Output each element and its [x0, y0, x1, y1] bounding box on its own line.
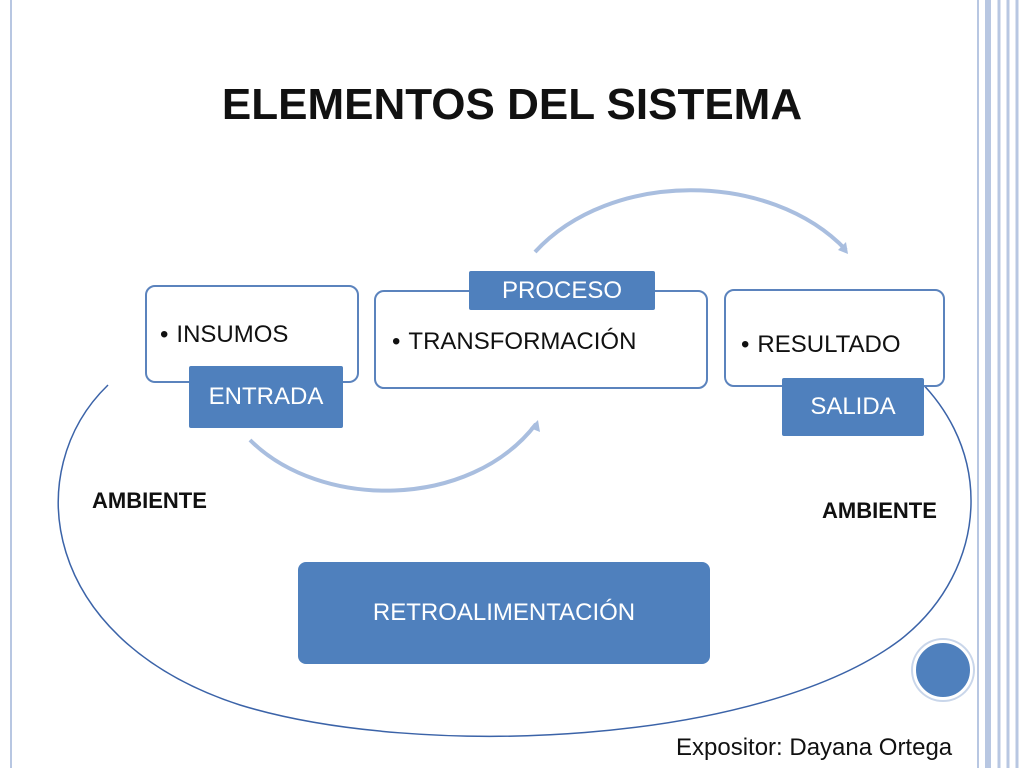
- decorative-circle-icon: [913, 640, 973, 700]
- top-arc-arrowhead: [838, 242, 848, 254]
- bottom-arc-arrow: [248, 422, 538, 493]
- stage-bullet-transformacion: • TRANSFORMACIÓN: [392, 328, 636, 356]
- stage-box-resultado: [724, 289, 945, 387]
- top-arc-arrow: [533, 188, 848, 254]
- stage-bullet-text: TRANSFORMACIÓN: [408, 328, 637, 355]
- stage-bullet-text: RESULTADO: [757, 331, 901, 358]
- stage-label-proceso: PROCESO: [469, 271, 655, 310]
- environment-label-left: AMBIENTE: [92, 488, 207, 513]
- bullet-dot-icon: •: [392, 328, 401, 355]
- stage-label-salida: SALIDA: [782, 378, 924, 436]
- page-title: ELEMENTOS DEL SISTEMA: [221, 80, 803, 129]
- bullet-dot-icon: •: [160, 321, 169, 348]
- presenter-credit: Expositor: Dayana Ortega: [676, 734, 953, 761]
- stage-label-entrada: ENTRADA: [189, 366, 343, 428]
- bullet-dot-icon: •: [741, 331, 750, 358]
- stage-bullet-text: INSUMOS: [176, 321, 289, 348]
- stage-bullet-insumos: • INSUMOS: [160, 321, 288, 349]
- environment-ellipse: [57, 361, 972, 738]
- feedback-box: RETROALIMENTACIÓN: [298, 562, 710, 664]
- environment-label-right: AMBIENTE: [822, 498, 937, 523]
- bottom-arc-arrowhead: [530, 420, 540, 432]
- stage-bullet-resultado: • RESULTADO: [741, 331, 901, 359]
